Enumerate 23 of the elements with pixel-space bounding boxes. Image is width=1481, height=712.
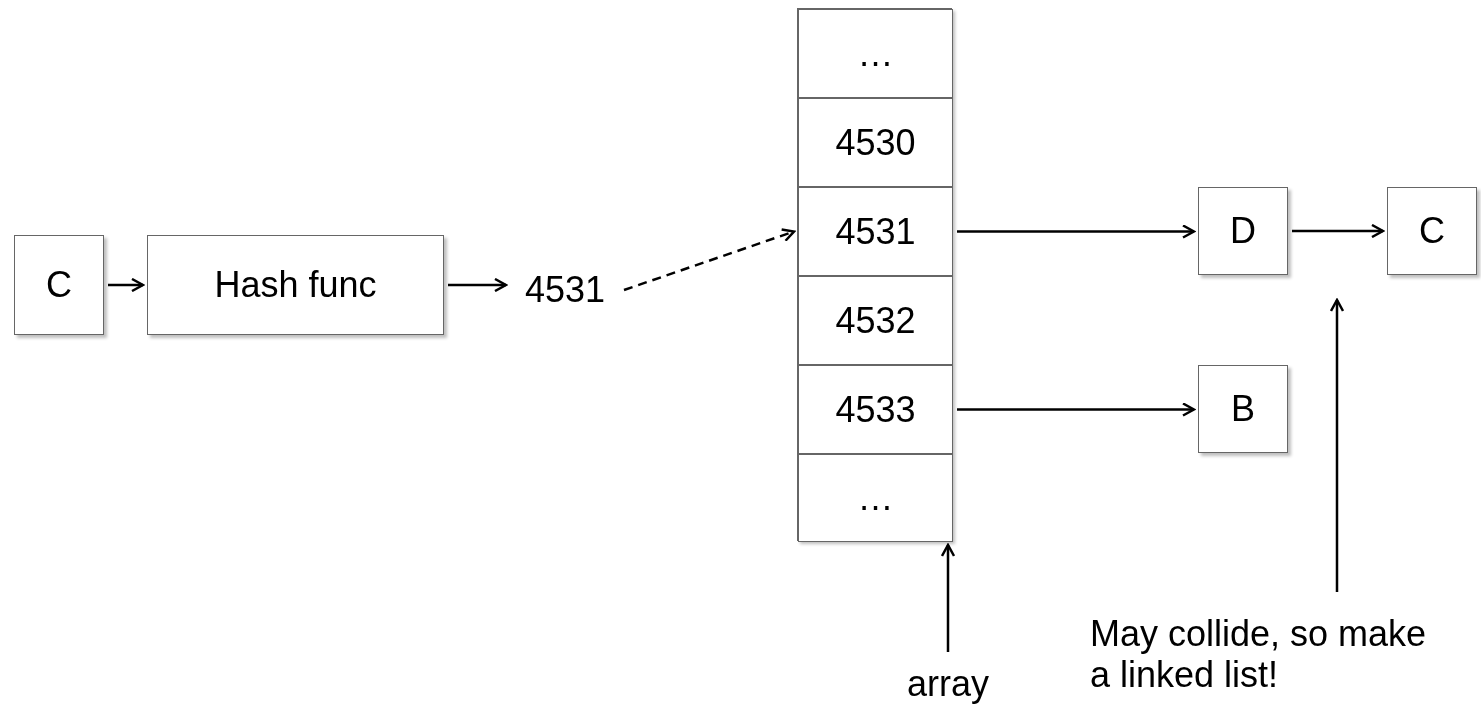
list-node-box: C — [1387, 187, 1477, 275]
arrow — [108, 277, 145, 293]
arrow — [448, 277, 508, 293]
list-node-box: D — [1198, 187, 1288, 275]
array-column — [797, 8, 952, 541]
array-cell: … — [798, 9, 953, 98]
hash-value: 4531 — [524, 269, 606, 311]
leader-line — [1329, 298, 1345, 592]
arrow — [957, 402, 1196, 417]
annotation-text: array — [907, 663, 989, 705]
process-box: Hash func — [147, 235, 444, 335]
node-box: C — [14, 235, 104, 335]
list-node-box: B — [1198, 365, 1288, 453]
arrow — [940, 543, 956, 652]
arrow — [623, 228, 796, 292]
annotation-text: May collide, so make a linked list! — [1090, 612, 1428, 696]
array-cell: … — [798, 454, 953, 542]
arrow — [1292, 223, 1385, 239]
array-cell: 4532 — [798, 276, 953, 365]
array-cell: 4533 — [798, 365, 953, 454]
arrow — [957, 224, 1196, 239]
array-cell: 4531 — [798, 187, 953, 276]
array-cell: 4530 — [798, 98, 953, 187]
